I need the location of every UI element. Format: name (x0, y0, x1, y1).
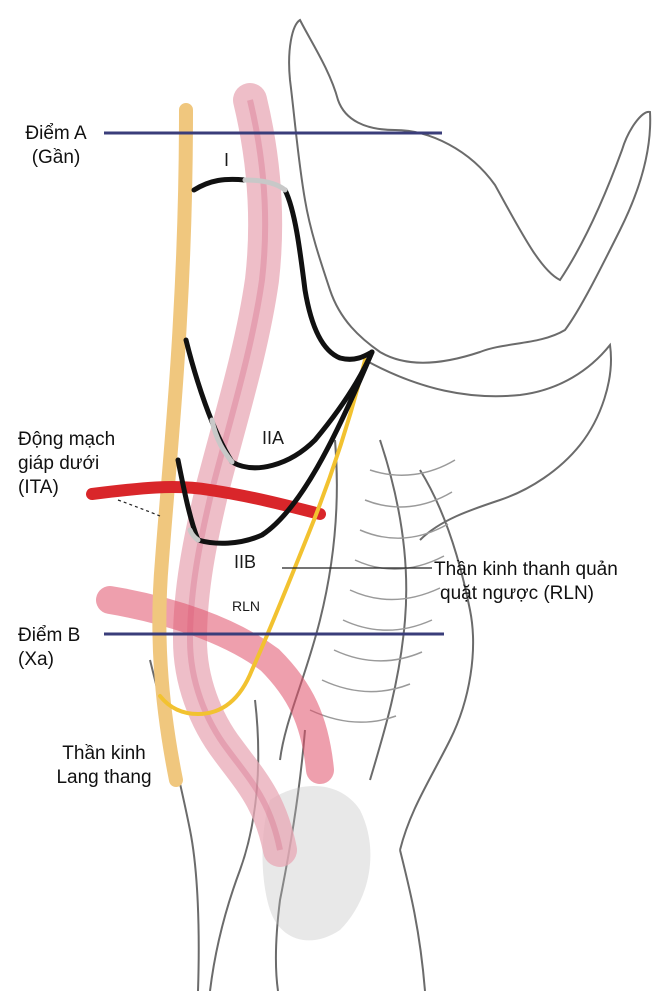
vagus-label-line1: Thần kinh (62, 743, 146, 764)
zone-i-marker: I (224, 150, 230, 170)
ita-leader (117, 499, 161, 517)
zone-iia-marker: IIA (262, 428, 285, 448)
ita-artery (86, 481, 326, 520)
point-a-title: Điểm A (25, 123, 87, 144)
ita-label-line2: giáp dưới (18, 453, 100, 474)
rln-nerve (158, 358, 367, 717)
leader-lines (117, 499, 432, 569)
vagus-label-line2: Lang thang (56, 767, 152, 788)
rln-tag-marker: RLN (232, 598, 261, 614)
vagus-nerve (152, 103, 193, 787)
tracheal-rings (309, 459, 456, 723)
rln-label: Thần kinh thanh quản quặt ngược (RLN) (434, 558, 618, 606)
zone-iib-marker: IIB (234, 552, 257, 572)
organ-outline (149, 18, 652, 991)
carotid-artery (172, 83, 297, 867)
zone-iia-outline (183, 337, 375, 471)
point-b-title: Điểm B (18, 625, 81, 646)
point-a-subtitle: (Gần) (31, 147, 81, 168)
ita-label-line1: Động mạch (18, 429, 116, 450)
rln-label-line2: quặt ngược (RLN) (440, 583, 595, 604)
zone-i-outline (191, 176, 248, 193)
zone-iib-outline (175, 349, 375, 546)
zone-outlines (175, 176, 375, 546)
rln-label-line1: Thần kinh thanh quản (434, 559, 618, 580)
zone-i-outline-right (282, 187, 375, 362)
point-b-subtitle: (Xa) (18, 649, 54, 670)
zone-outlines-hidden (187, 177, 288, 543)
point-b-label: Điểm B (Xa) (18, 624, 80, 672)
vagus-label: Thần kinh Lang thang (40, 742, 168, 790)
ita-label-line3: (ITA) (18, 477, 59, 498)
point-a-label: Điểm A (Gần) (18, 122, 94, 170)
ita-label: Động mạch giáp dưới (ITA) (18, 428, 115, 500)
